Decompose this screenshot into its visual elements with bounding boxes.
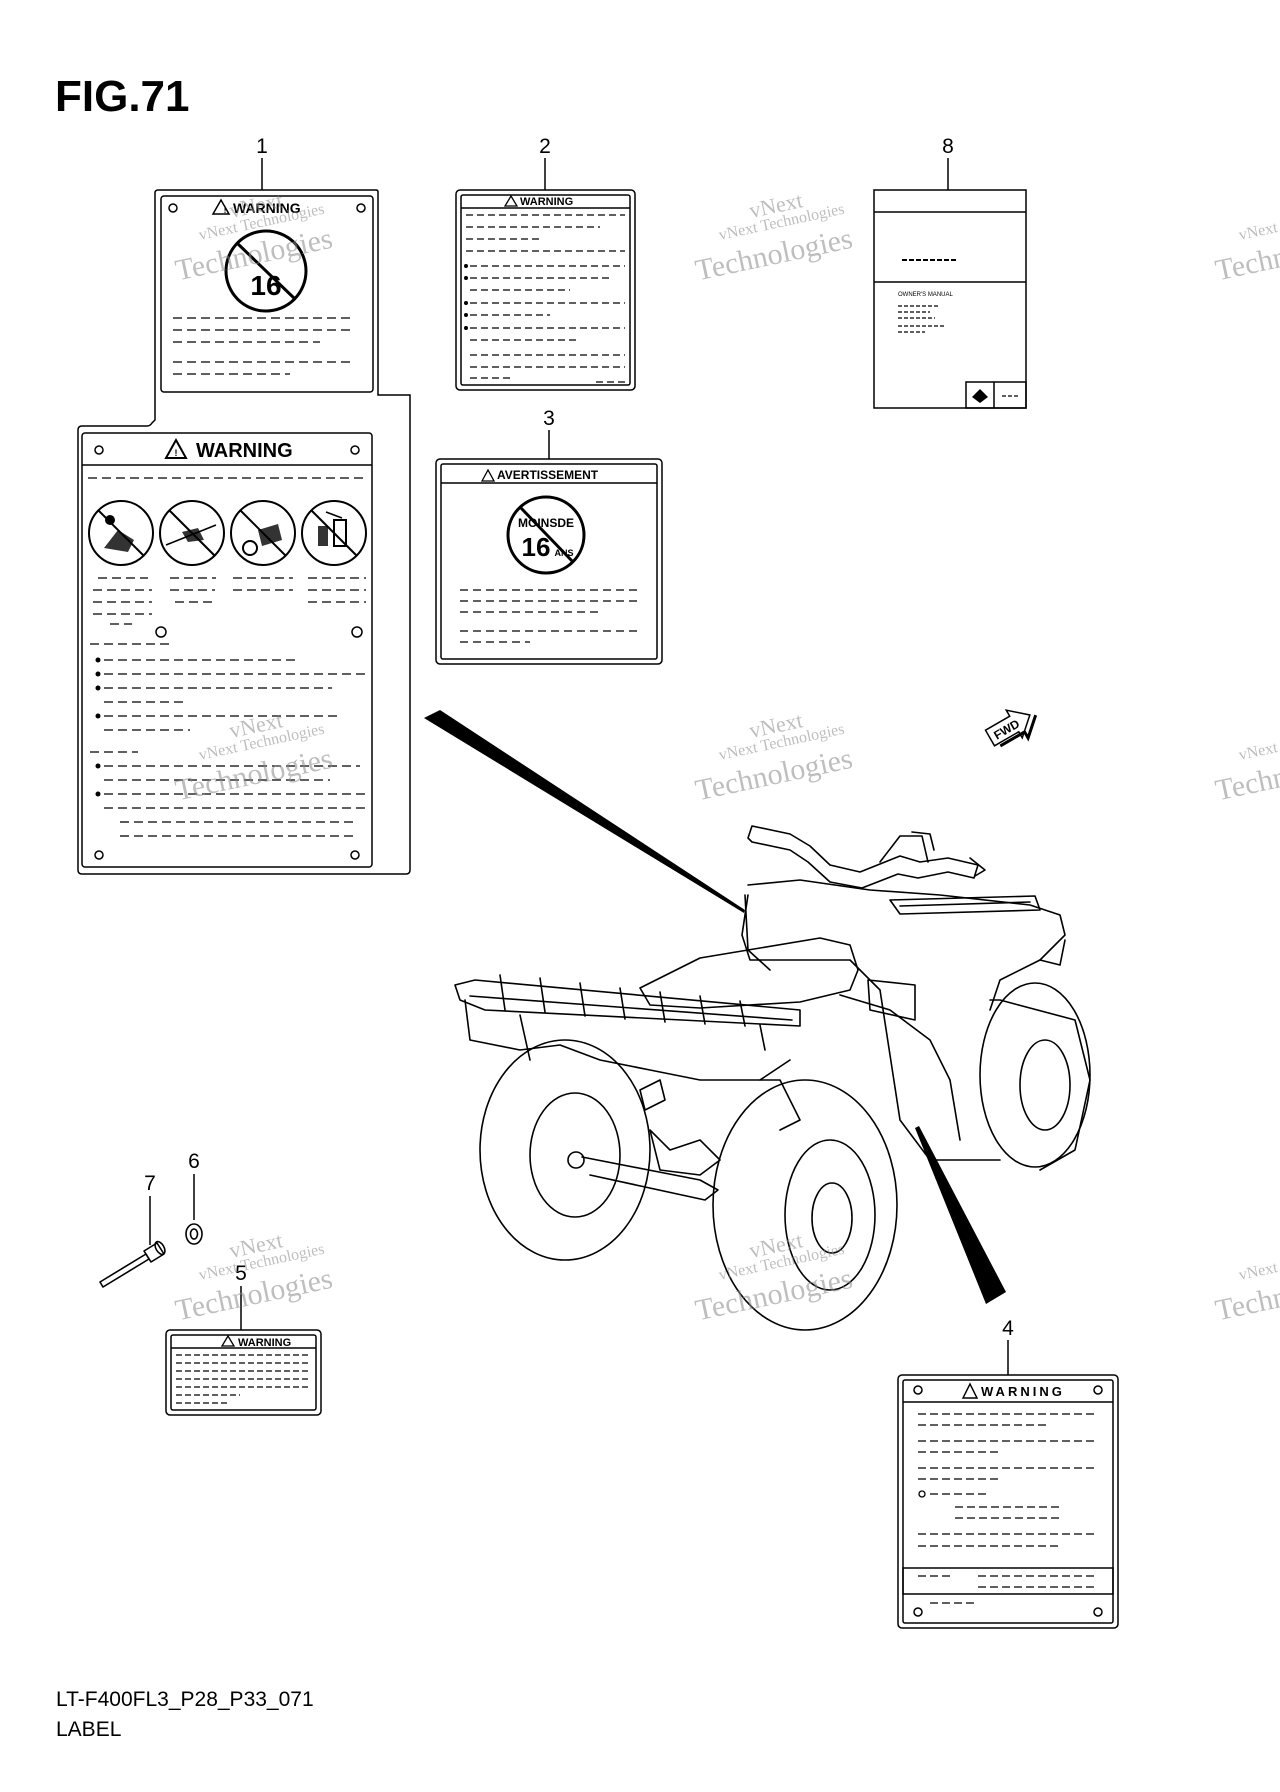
brand-logo-icon	[972, 389, 988, 403]
label-8-content: OWNER'S MANUAL	[898, 259, 1020, 403]
label-4-warning-header: WARNING	[961, 1382, 1065, 1399]
label-2-heading: WARNING	[520, 196, 573, 208]
label-3-age-symbol: MOINSDE 16 ANS	[506, 495, 586, 575]
label-1-top-warning-header: ! WARNING	[211, 198, 301, 216]
callout-2[interactable]: 2	[539, 135, 551, 158]
label-1-age-symbol: 16	[224, 229, 308, 313]
label-4-heading: WARNING	[981, 1384, 1065, 1399]
watermark-2: vNext Technologies Technologies vNext	[693, 187, 856, 287]
label-3-age-line1: MOINSDE	[518, 516, 574, 530]
watermark-4: vNext Technologies Technologies vNext	[693, 707, 856, 807]
label-3-warning-header: AVERTISSEMENT	[480, 468, 599, 482]
callout-4[interactable]: 4	[1002, 1317, 1014, 1340]
part-6-washer[interactable]	[185, 1223, 203, 1245]
svg-text:vNext Technologies: vNext Technologies	[1237, 1241, 1280, 1284]
callout-1[interactable]: 1	[256, 135, 268, 158]
figure-code: LT-F400FL3_P28_P33_071	[56, 1688, 314, 1711]
label-3-text-lines	[460, 589, 640, 643]
atv-vehicle-drawing	[454, 825, 1091, 1331]
callout-7[interactable]: 7	[144, 1172, 156, 1195]
label-8-manual-title: OWNER'S MANUAL	[898, 292, 953, 298]
svg-text:!: !	[175, 448, 178, 458]
label-4-text-lines	[918, 1413, 1098, 1604]
no-paved-road-icon	[159, 500, 225, 566]
label-5-warning-header: WARNING	[220, 1334, 291, 1349]
label-2-warning-header: WARNING	[503, 194, 573, 208]
label-1[interactable]	[77, 189, 411, 875]
watermark-6: vNext Technologies Technologies vNext	[693, 1227, 856, 1327]
label-3-age-number: 16	[522, 532, 551, 562]
watermark-5: vNext Technologies Technologies vNext	[173, 1227, 336, 1327]
svg-text:vNext Technologies: vNext Technologies	[1237, 721, 1280, 764]
callout-5[interactable]: 5	[235, 1262, 247, 1285]
label-1-bottom-warning-header: ! WARNING	[164, 437, 293, 462]
label-3-age-unit: ANS	[554, 548, 573, 558]
label-1-top-heading: WARNING	[233, 200, 301, 216]
pointer-label-4-location	[915, 1126, 1006, 1304]
label-1-bullets	[95, 657, 101, 797]
label-1-bottom-text-lines	[88, 477, 366, 837]
part-7-bolt[interactable]	[99, 1240, 167, 1288]
label-8-owners-manual[interactable]	[873, 189, 1027, 409]
no-passenger-icon	[88, 500, 154, 566]
no-alcohol-icon	[301, 500, 367, 566]
svg-text:vNext Technologies: vNext Technologies	[1237, 201, 1280, 244]
callout-3[interactable]: 3	[543, 407, 555, 430]
label-2-text-lines	[466, 214, 625, 383]
svg-text:!: !	[224, 208, 226, 215]
label-1-pictograms	[88, 500, 367, 566]
label-1-top-text-lines	[173, 317, 355, 375]
label-1-age-number: 16	[250, 270, 281, 301]
label-2[interactable]	[455, 189, 636, 391]
label-4[interactable]	[897, 1374, 1119, 1629]
watermark-group: vNext Technologies Technologies vNext vN…	[173, 187, 1280, 1328]
label-3-heading: AVERTISSEMENT	[497, 468, 599, 482]
label-4-bullet	[918, 1490, 926, 1498]
no-stunt-icon	[230, 500, 296, 566]
label-2-bullets	[464, 264, 468, 330]
label-5-heading: WARNING	[238, 1337, 291, 1349]
label-1-bottom-heading: WARNING	[196, 440, 293, 462]
pointer-label-1-location	[424, 710, 745, 913]
callout-leader-lines	[149, 158, 1009, 1375]
watermark-3: vNext Technologies Technologies vNext	[173, 707, 336, 807]
watermark-9: vNext Technologies Technologies	[1213, 1241, 1280, 1328]
watermark-1: vNext Technologies Technologies vNext	[173, 187, 336, 287]
label-5-text-lines	[176, 1354, 310, 1404]
figure-title: FIG.71	[55, 72, 190, 121]
callout-6[interactable]: 6	[188, 1150, 200, 1173]
label-5[interactable]	[165, 1329, 322, 1416]
label-3[interactable]	[435, 458, 663, 665]
watermark-8: vNext Technologies Technologies	[1213, 721, 1280, 808]
fwd-arrow-icon: FWD	[984, 709, 1038, 748]
location-pointers	[424, 710, 1006, 1304]
callout-8[interactable]: 8	[942, 135, 954, 158]
figure-caption: LABEL	[56, 1718, 122, 1741]
watermark-7: vNext Technologies Technologies	[1213, 201, 1280, 288]
